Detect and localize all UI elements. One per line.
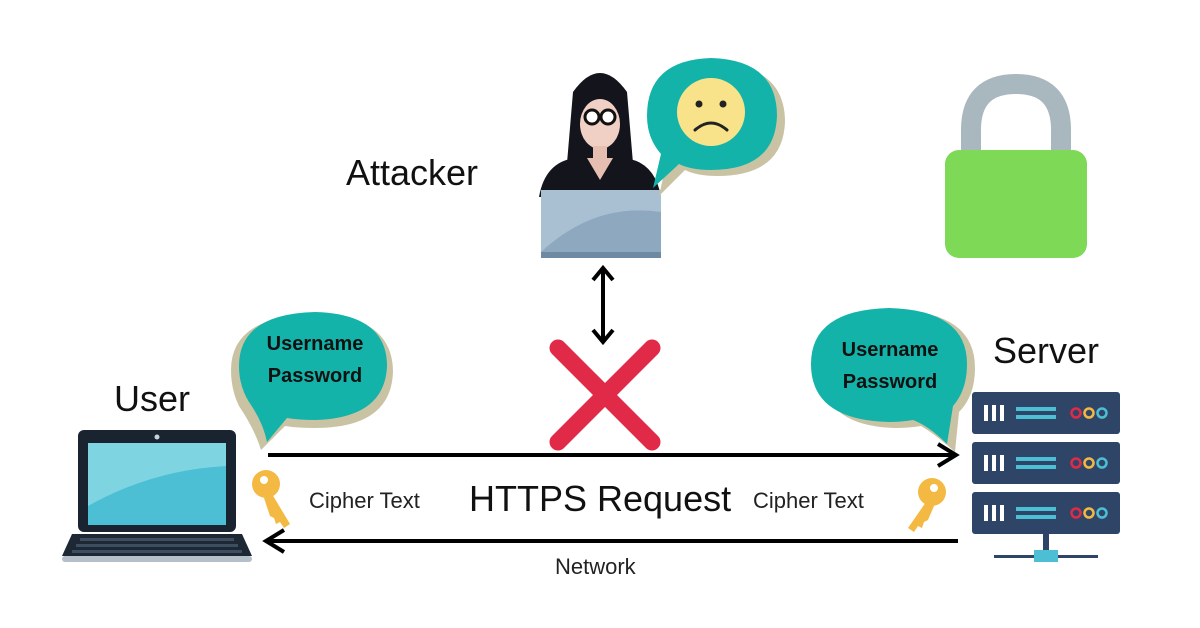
cross-icon — [549, 339, 661, 451]
user-bubble-text: Username Password — [245, 328, 385, 392]
server-bubble-username: Username — [841, 339, 939, 361]
user-label: User — [114, 378, 191, 419]
network-arrows — [262, 442, 960, 554]
https-request-label: HTTPS Request — [469, 478, 732, 519]
network-label: Network — [555, 554, 636, 579]
hacker-icon — [539, 73, 661, 258]
request-arrow — [268, 442, 960, 468]
key-icon-right — [908, 478, 946, 532]
laptop-icon — [62, 430, 252, 562]
server-bubble-text: Username Password — [820, 334, 960, 398]
server-speech-bubble — [811, 308, 975, 452]
sad-face-bubble — [647, 58, 785, 196]
user-speech-bubble — [231, 312, 393, 450]
key-icon — [252, 470, 290, 528]
server-base — [994, 534, 1098, 562]
cipher-text-left: Cipher Text — [309, 488, 420, 513]
double-arrow-icon — [591, 264, 615, 346]
attacker-label: Attacker — [346, 152, 479, 193]
user-bubble-password: Password — [267, 365, 363, 387]
sad-face-icon — [677, 78, 745, 146]
cipher-text-right: Cipher Text — [753, 488, 864, 513]
padlock-icon — [945, 73, 1087, 258]
server-label: Server — [993, 330, 1100, 371]
server-unit-2 — [972, 442, 1120, 484]
server-bubble-password: Password — [842, 371, 938, 393]
server-unit-3 — [972, 492, 1120, 534]
server-unit-1 — [972, 392, 1120, 434]
server-rack-icon — [972, 392, 1120, 562]
user-bubble-username: Username — [266, 333, 364, 355]
response-arrow — [262, 528, 958, 554]
